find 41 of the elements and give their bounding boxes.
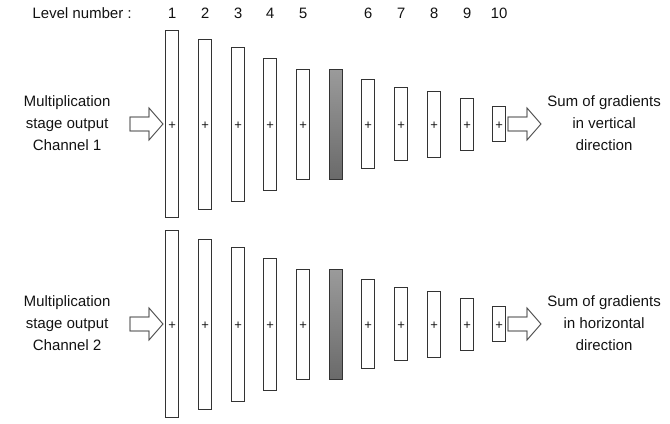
level-number: 2 (200, 5, 210, 22)
adder-bar: + (231, 46, 245, 202)
level-number: 9 (462, 5, 472, 22)
adder-bar: + (296, 68, 310, 180)
block-arrow (508, 306, 542, 342)
level-number: 4 (266, 5, 274, 22)
level-number: 3 (234, 5, 242, 22)
adder-bar: + (165, 30, 179, 218)
adder-bar: + (460, 98, 474, 150)
adder-bar: + (460, 298, 474, 350)
output-text: Sum of gradients in vertical direction (543, 84, 665, 164)
adder-bar: + (427, 290, 441, 358)
level-number: 1 (168, 5, 176, 22)
adder-bar: + (427, 90, 441, 158)
block-arrow (508, 106, 542, 142)
output-text: Sum of gradients in horizontal direction (543, 284, 665, 364)
adder-bar: + (231, 246, 245, 402)
level-number: 6 (364, 5, 372, 22)
adder-bar: + (198, 238, 212, 410)
adder-bar: + (263, 58, 277, 190)
shaded-bar (329, 268, 343, 380)
adder-bar: + (296, 268, 310, 380)
adder-bar: + (198, 38, 212, 210)
level-number: 8 (430, 5, 438, 22)
adder-bar: + (361, 279, 375, 369)
block-arrow (130, 106, 164, 142)
adder-bar: + (492, 306, 506, 342)
block-arrow (130, 306, 164, 342)
input-text: Multiplication stage output Channel 1 (6, 84, 128, 164)
adder-bar: + (165, 230, 179, 418)
adder-bar: + (394, 87, 408, 161)
adder-bar: + (492, 106, 506, 142)
level-number: 10 (490, 5, 508, 22)
adder-bar: + (263, 258, 277, 390)
level-number: 7 (396, 5, 406, 22)
axis-caption: Level number : (32, 5, 132, 22)
adder-bar: + (394, 287, 408, 361)
input-text: Multiplication stage output Channel 2 (6, 284, 128, 364)
shaded-bar (329, 68, 343, 180)
adder-bar: + (361, 79, 375, 169)
level-number: 5 (298, 5, 308, 22)
